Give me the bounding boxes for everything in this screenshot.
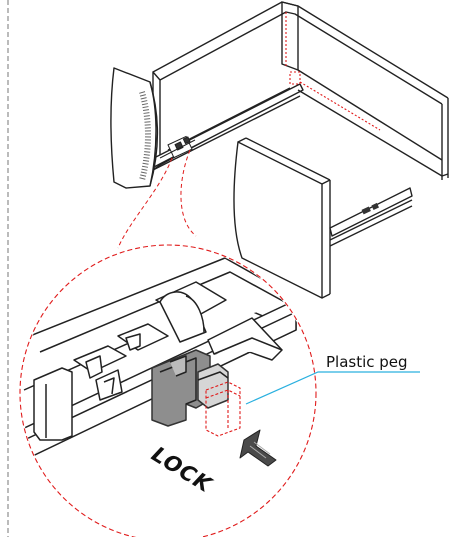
bottom-slide-lock: [361, 202, 379, 215]
drawer-bottom-slide: [329, 187, 413, 237]
detail-push-arrow: [239, 429, 277, 467]
drawer-illustration: [110, 1, 449, 299]
callout-leader-line: [245, 371, 420, 405]
callout-label: Plastic peg: [326, 353, 408, 371]
detail-plastic-peg: [205, 381, 241, 437]
detail-peg-block: [197, 363, 229, 409]
detail-u-channel: [33, 367, 73, 441]
detail-mechanism: [21, 257, 297, 467]
drawer-far-top-edge: [152, 1, 449, 99]
drawer-red-markers: [285, 12, 381, 131]
rail-lock-mechanism: [159, 135, 196, 159]
zoom-connector-right: [180, 149, 197, 237]
drawer-right-front-panel: [233, 141, 323, 299]
